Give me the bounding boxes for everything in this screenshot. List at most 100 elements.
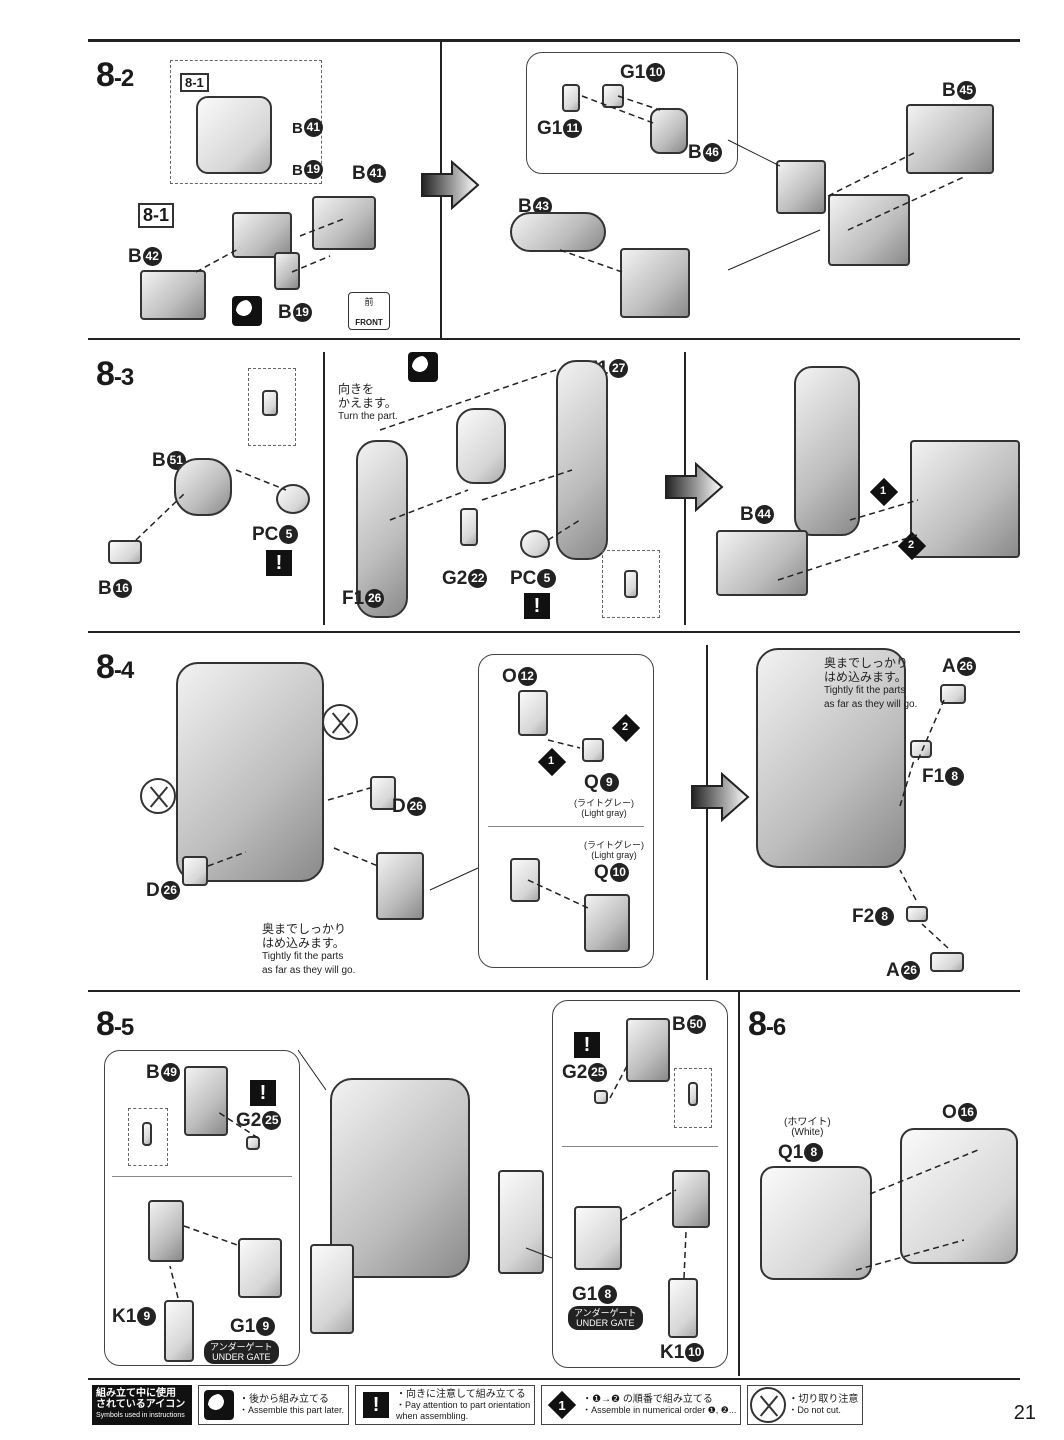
part-panel-right [498,1170,544,1274]
callout-divider [562,1146,718,1147]
callout-8-5-right [552,1000,728,1368]
order-label-2: 2 [908,539,915,551]
ref-label-small: 8-1 [180,73,209,92]
part-pc5-orient-a [262,390,278,416]
step-title-8-5: 8-5 [96,1005,134,1043]
part-a26-b [930,952,964,972]
part-g2-25-a [246,1136,260,1150]
part-body-block [910,440,1020,558]
part-panel-left [310,1244,354,1334]
do-not-cut-icon [140,778,176,814]
step-title-8-3: 8-3 [96,355,134,393]
part-b43 [510,212,606,252]
part-f1-26 [356,440,408,618]
part-pc5-a [276,484,310,514]
step-title-8-4: 8-4 [96,648,134,686]
part-b49-assembled [148,1200,184,1262]
rule-bottom [88,1378,1020,1380]
rule-col-85 [738,992,740,1376]
top-rule [88,39,1020,42]
callout-divider [112,1176,292,1177]
part-pc5-orient-b [624,570,638,598]
do-not-cut-icon [750,1387,787,1423]
part-b42 [140,270,206,320]
part-q18 [760,1166,872,1280]
order-label-1: 1 [548,755,555,767]
order-label-2: 2 [622,721,629,733]
rule-row3 [88,990,1020,992]
part-b50-assembled [672,1170,710,1228]
part-b49 [184,1066,228,1136]
next-arrow-icon [665,462,724,512]
order-diamond-icon: 1 [547,1390,577,1420]
part-b45 [906,104,994,174]
step-title-8-2: 8-2 [96,56,134,94]
part-f1-8 [910,740,932,758]
step-title-8-6: 8-6 [748,1005,786,1043]
part-q9 [582,738,604,762]
part-b46 [650,108,688,154]
part-b19 [274,252,300,290]
legend-orientation: ! ・向きに注意して組み立てる・Pay attention to part or… [355,1385,536,1425]
part-g2-orient-a [142,1122,152,1146]
callout-divider [488,826,644,827]
orientation-warning-icon: ! [524,593,550,619]
page-number: 21 [1013,1402,1036,1424]
inset-g2-orientation-b [674,1068,712,1128]
part-k1-10 [668,1278,698,1338]
order-label-1: 1 [880,485,887,497]
part-o16 [900,1128,1018,1264]
part-q10 [584,894,630,952]
part-g2-25-b [594,1090,608,1104]
svg-text:1: 1 [559,1398,566,1413]
callout-8-4-detail [478,654,654,968]
part-arm-block [776,160,826,214]
part-b51 [174,458,232,516]
part-pc5-b [520,530,550,558]
rule-row1 [88,338,1020,340]
part-o12-assembled [510,858,540,902]
legend-assemble-later: ・後から組み立てる・Assemble this part later. [198,1385,350,1425]
inset-pc5-orientation-b [602,550,660,618]
part-k1-9 [164,1300,194,1362]
q10-color: (ライトグレー)(Light gray) [584,840,644,860]
inset-g2-orientation-a [128,1108,168,1166]
callout-8-2-detail [526,52,738,174]
do-not-cut-icon [322,704,358,740]
part-g1-9 [238,1238,282,1298]
note-turn-part: 向きをかえます。Turn the part. [338,382,398,422]
assemble-later-icon [204,1390,234,1420]
inset-pc5-orientation-a [248,368,296,446]
part-assembly-right [828,194,910,266]
part-g1-8 [574,1206,622,1270]
part-arm-upper [456,408,506,484]
part-inset-assembly [196,96,272,174]
part-b44 [716,530,808,596]
rule-col-84 [706,645,708,980]
part-b50 [626,1018,670,1082]
